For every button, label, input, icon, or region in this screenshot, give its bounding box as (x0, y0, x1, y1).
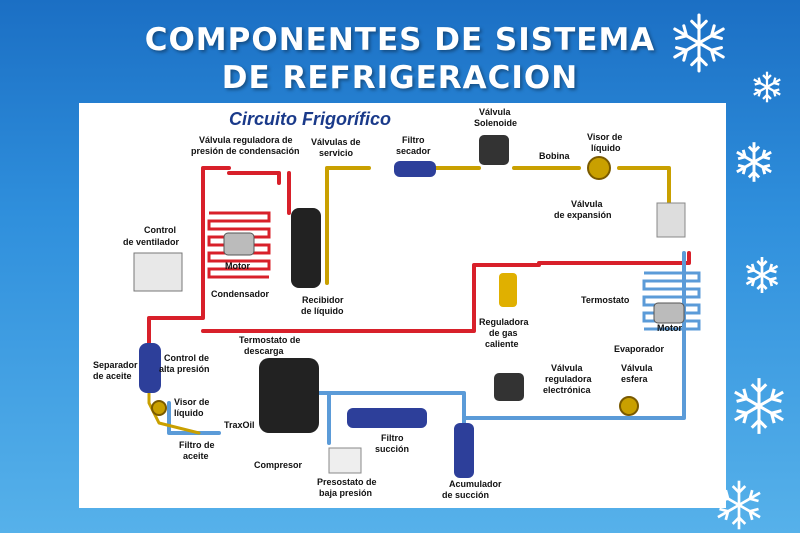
lbl-valvula-esfera-2: esfera (621, 374, 649, 384)
lbl-valvulas-servicio-1: Válvulas de (311, 137, 361, 147)
slide-title-line1: COMPONENTES DE SISTEMA (144, 22, 656, 58)
lbl-valvula-electronica-1: Válvula (551, 363, 584, 373)
visor-liquido-low (151, 400, 167, 416)
motor-condensador (223, 232, 255, 256)
separador-aceite (139, 343, 161, 393)
snowflake-icon (742, 255, 782, 295)
lbl-valvula-esfera-1: Válvula (621, 363, 654, 373)
lbl-filtro-succion-2: succión (375, 444, 409, 454)
discharge-line (147, 166, 691, 345)
lbl-recibidor-2: de líquido (301, 306, 344, 316)
control-ventilador-box (133, 252, 183, 292)
presostato-box (328, 447, 362, 474)
lbl-valvula-reguladora-1: Válvula reguladora de (199, 135, 293, 145)
lbl-filtro-succion-1: Filtro (381, 433, 404, 443)
lbl-termostato: Termostato (581, 295, 630, 305)
lbl-filtro-aceite-2: aceite (183, 451, 209, 461)
diagram-title: Circuito Frigorífico (229, 109, 391, 129)
lbl-control-alta-1: Control de (164, 353, 209, 363)
refrigeration-diagram: Circuito Frigorífico (79, 103, 726, 508)
lbl-control-ventilador-1: Control (144, 225, 176, 235)
lbl-presostato-2: baja presión (319, 488, 372, 498)
lbl-visor-liquido-low-1: Visor de (174, 397, 209, 407)
reguladora-gas-caliente (499, 273, 517, 307)
snowflake-icon (669, 13, 729, 73)
visor-liquido-top (587, 156, 611, 180)
lbl-valvula-electronica-2: reguladora (545, 374, 593, 384)
filtro-succion (347, 408, 427, 428)
valvula-electronica (494, 373, 524, 401)
lbl-filtro-secador-1: Filtro (402, 135, 425, 145)
lbl-visor-liquido-top-2: líquido (591, 143, 621, 153)
lbl-valvula-solenoide-2: Solenoide (474, 118, 517, 128)
lbl-motor-condensador: Motor (225, 261, 250, 271)
lbl-presostato-1: Presostato de (317, 477, 377, 487)
lbl-control-alta-2: alta presión (159, 364, 210, 374)
motor-evaporador (653, 302, 685, 324)
lbl-filtro-secador-2: secador (396, 146, 431, 156)
lbl-valvula-solenoide-1: Válvula (479, 107, 512, 117)
lbl-filtro-aceite-1: Filtro de (179, 440, 215, 450)
lbl-traxoil: TraxOil (224, 420, 255, 430)
snowflake-icon (750, 70, 784, 104)
lbl-termostato-descarga-1: Termostato de (239, 335, 300, 345)
lbl-reguladora-gas-1: Reguladora (479, 317, 530, 327)
lbl-compresor: Compresor (254, 460, 303, 470)
lbl-valvula-expansion-2: de expansión (554, 210, 612, 220)
lbl-motor-evaporador: Motor (657, 323, 682, 333)
snowflake-icon (732, 140, 776, 184)
lbl-termostato-descarga-2: descarga (244, 346, 285, 356)
hot-line-vertical (227, 171, 291, 215)
compresor-body (259, 358, 319, 433)
filtro-secador (394, 161, 436, 177)
valvula-expansion (656, 202, 686, 238)
lbl-separador-2: de aceite (93, 371, 132, 381)
acumulador-succion (454, 423, 474, 478)
lbl-recibidor-1: Recibidor (302, 295, 344, 305)
slide-title-line2: DE REFRIGERACION (221, 60, 579, 96)
lbl-valvulas-servicio-2: servicio (319, 148, 354, 158)
lbl-control-ventilador-2: de ventilador (123, 237, 180, 247)
lbl-valvula-reguladora-2: presión de condensación (191, 146, 300, 156)
lbl-visor-liquido-top-1: Visor de (587, 132, 622, 142)
lbl-valvula-electronica-3: electrónica (543, 385, 592, 395)
lbl-acumulador-2: de succión (442, 490, 489, 500)
lbl-separador-1: Separador (93, 360, 138, 370)
lbl-condensador: Condensador (211, 289, 270, 299)
lbl-visor-liquido-low-2: líquido (174, 408, 204, 418)
valvula-solenoide (479, 135, 509, 165)
snowflake-icon (729, 376, 789, 436)
recibidor-liquido (291, 208, 321, 288)
lbl-reguladora-gas-3: caliente (485, 339, 519, 349)
lbl-reguladora-gas-2: de gas (489, 328, 518, 338)
lbl-bobina: Bobina (539, 151, 570, 161)
lbl-evaporador: Evaporador (614, 344, 665, 354)
lbl-valvula-expansion-1: Válvula (571, 199, 604, 209)
liquid-line (325, 166, 671, 285)
valvula-esfera (619, 396, 639, 416)
lbl-acumulador-1: Acumulador (449, 479, 502, 489)
